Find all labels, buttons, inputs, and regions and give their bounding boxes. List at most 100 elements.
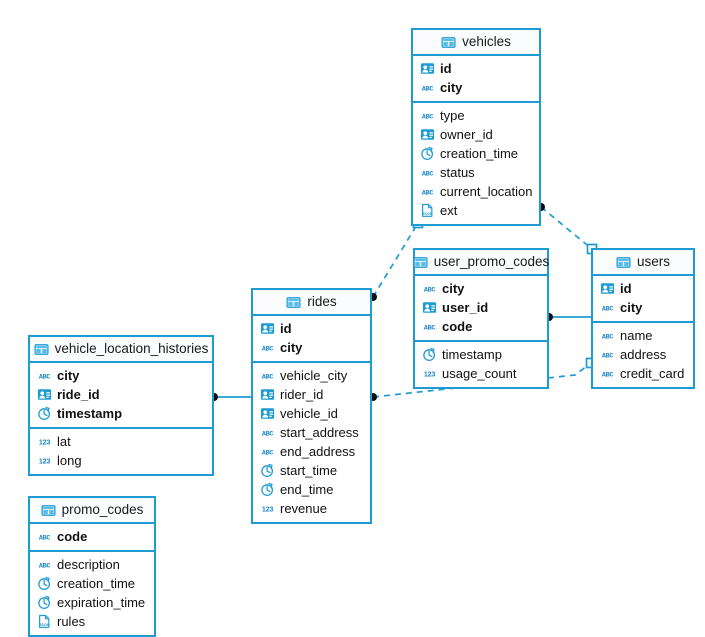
field-vehicle_id[interactable]: vehicle_id <box>253 404 370 423</box>
field-start_time[interactable]: start_time <box>253 461 370 480</box>
123-icon: 123 <box>424 370 436 378</box>
svg-text:ABC: ABC <box>262 373 274 381</box>
svg-text:ABC: ABC <box>262 345 274 353</box>
json-icon: JSON <box>39 614 50 628</box>
entity-header-promo_codes[interactable]: promo_codes <box>30 498 154 524</box>
primary-key-field-id[interactable]: id <box>413 59 539 78</box>
relationship-vehicles-users[interactable] <box>540 206 593 250</box>
svg-text:ABC: ABC <box>39 562 51 570</box>
field-expiration_time[interactable]: expiration_time <box>30 593 154 612</box>
field-label: ext <box>440 203 458 218</box>
entity-header-rides[interactable]: rides <box>253 290 370 316</box>
svg-text:ABC: ABC <box>422 85 434 93</box>
svg-text:ABC: ABC <box>424 286 436 294</box>
abc-icon: ABC <box>262 345 274 353</box>
id-card-icon <box>420 129 435 140</box>
primary-key-field-user_id[interactable]: user_id <box>415 298 547 317</box>
entity-header-user_promo_codes[interactable]: user_promo_codes <box>413 250 550 276</box>
svg-text:ABC: ABC <box>39 534 51 542</box>
id-card-icon <box>420 63 435 74</box>
abc-icon: ABC <box>422 85 434 93</box>
svg-text:ABC: ABC <box>422 189 434 197</box>
primary-key-field-id[interactable]: id <box>593 279 693 298</box>
field-label: city <box>57 368 80 383</box>
entity-header-vehicle_location_histories[interactable]: vehicle_location_histories <box>30 337 212 363</box>
svg-text:JSON: JSON <box>39 622 50 627</box>
field-creation_time[interactable]: creation_time <box>30 574 154 593</box>
json-icon: JSON <box>422 203 433 217</box>
field-label: revenue <box>280 501 327 516</box>
field-end_time[interactable]: end_time <box>253 480 370 499</box>
primary-key-field-city[interactable]: ABC city <box>593 298 693 317</box>
field-ext[interactable]: JSON ext <box>413 201 539 220</box>
field-label: type <box>440 108 465 123</box>
clock-icon <box>261 463 274 477</box>
entity-title: vehicle_location_histories <box>54 341 209 357</box>
field-label: status <box>440 165 475 180</box>
relationship-rides-vehicles[interactable] <box>372 222 419 298</box>
svg-text:ABC: ABC <box>602 333 614 341</box>
table-icon <box>413 256 428 268</box>
field-label: end_address <box>280 444 356 459</box>
entity-title: user_promo_codes <box>433 254 550 270</box>
field-label: description <box>57 557 120 572</box>
abc-icon: ABC <box>262 430 274 438</box>
table-icon <box>41 504 56 516</box>
entity-header-vehicles[interactable]: vehicles <box>413 30 539 56</box>
field-label: name <box>620 328 653 343</box>
field-rider_id[interactable]: rider_id <box>253 385 370 404</box>
field-creation_time[interactable]: creation_time <box>413 144 539 163</box>
field-label: credit_card <box>620 366 685 381</box>
field-label: ride_id <box>57 387 100 402</box>
field-timestamp[interactable]: timestamp <box>415 345 547 364</box>
primary-key-field-ride_id[interactable]: ride_id <box>30 385 212 404</box>
table-icon <box>441 36 456 48</box>
entity-title: vehicles <box>462 34 511 50</box>
primary-key-field-timestamp[interactable]: timestamp <box>30 404 212 423</box>
field-label: id <box>280 321 292 336</box>
field-label: city <box>620 300 643 315</box>
abc-icon: ABC <box>602 371 614 379</box>
abc-icon: ABC <box>602 305 614 313</box>
svg-text:JSON: JSON <box>422 211 433 216</box>
field-credit_card[interactable]: ABC credit_card <box>593 364 693 383</box>
svg-text:ABC: ABC <box>602 305 614 313</box>
id-card-icon <box>260 389 275 400</box>
field-name[interactable]: ABC name <box>593 326 693 345</box>
entity-header-users[interactable]: users <box>593 250 693 276</box>
svg-text:ABC: ABC <box>602 371 614 379</box>
field-owner_id[interactable]: owner_id <box>413 125 539 144</box>
clock-icon <box>38 406 51 420</box>
abc-icon: ABC <box>39 562 51 570</box>
field-description[interactable]: ABC description <box>30 555 154 574</box>
primary-key-field-id[interactable]: id <box>253 319 370 338</box>
